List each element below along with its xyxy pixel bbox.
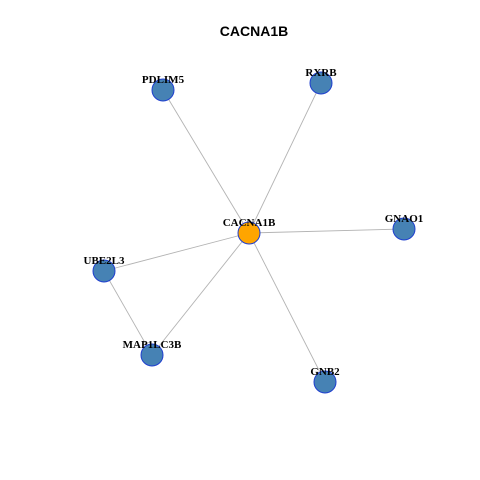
node-circle-rxrb [309, 71, 333, 95]
edge-cacna1b-gnao1 [248, 228, 405, 234]
node-label-gnao1: GNAO1 [385, 213, 424, 225]
node-map1lc3b: MAP1LC3B [123, 339, 182, 367]
node-circle-ube2l3 [92, 259, 116, 283]
diagram-title: CACNA1B [220, 23, 288, 39]
node-gnb2: GNB2 [310, 366, 340, 394]
node-label-map1lc3b: MAP1LC3B [123, 339, 182, 351]
edge-ube2l3-map1lc3b [103, 270, 153, 356]
node-circle-map1lc3b [140, 343, 164, 367]
node-circle-cacna1b [237, 221, 261, 245]
node-label-pdlim5: PDLIM5 [142, 74, 185, 86]
node-rxrb: RXRB [305, 67, 337, 95]
node-circle-pdlim5 [151, 78, 175, 102]
edge-cacna1b-gnb2 [248, 232, 326, 383]
node-circle-gnao1 [392, 217, 416, 241]
node-label-ube2l3: UBE2L3 [84, 255, 125, 267]
node-label-cacna1b: CACNA1B [223, 217, 276, 229]
edge-cacna1b-map1lc3b [151, 232, 250, 356]
edge-cacna1b-ube2l3 [103, 232, 250, 272]
node-pdlim5: PDLIM5 [142, 74, 185, 102]
edge-cacna1b-rxrb [248, 82, 322, 234]
node-ube2l3: UBE2L3 [84, 255, 125, 283]
edge-cacna1b-pdlim5 [162, 89, 250, 234]
node-gnao1: GNAO1 [385, 213, 424, 241]
node-label-rxrb: RXRB [305, 67, 337, 79]
edge-layer [103, 82, 405, 383]
node-circle-gnb2 [313, 370, 337, 394]
node-label-gnb2: GNB2 [310, 366, 340, 378]
node-cacna1b: CACNA1B [223, 217, 276, 245]
